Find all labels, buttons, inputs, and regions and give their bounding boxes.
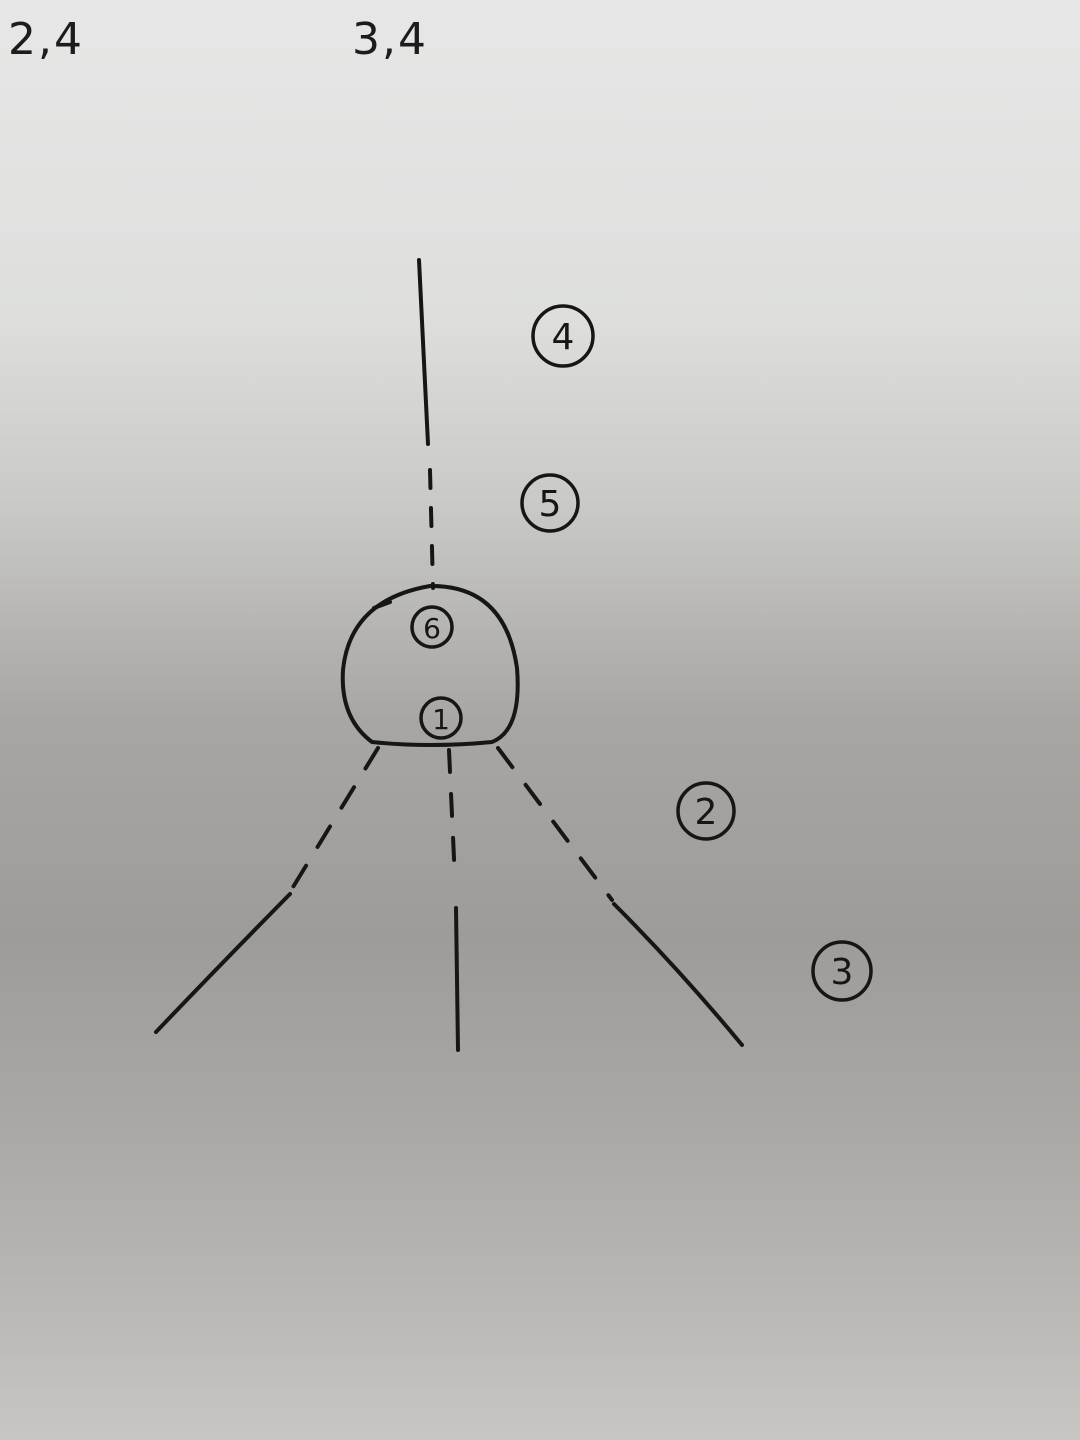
marker-5-text: 5	[539, 484, 562, 525]
left-dashed-line	[288, 746, 380, 894]
right-dashed-line	[496, 746, 614, 902]
left-solid-line	[154, 892, 292, 1034]
marker-1-text: 1	[432, 703, 450, 736]
marker-5: 5	[520, 473, 580, 533]
marker-1: 1	[419, 696, 463, 740]
middle-dashed-line	[447, 748, 457, 882]
marker-3-text: 3	[831, 952, 854, 993]
marker-3-circle	[811, 940, 873, 1002]
marker-2: 2	[676, 781, 736, 841]
marker-1-circle	[419, 696, 463, 740]
marker-4: 4	[531, 304, 595, 368]
top-solid-line	[417, 258, 430, 446]
marker-6-circle	[410, 605, 454, 649]
bulb-shape	[340, 583, 520, 747]
marker-6: 6	[410, 605, 454, 649]
marker-2-circle	[676, 781, 736, 841]
corner-label-left: 2,4	[8, 14, 84, 65]
marker-5-circle	[520, 473, 580, 533]
marker-2-text: 2	[695, 792, 718, 833]
bulb-tick	[372, 600, 392, 610]
right-solid-line	[612, 902, 744, 1047]
top-dashed-line	[428, 468, 435, 590]
middle-solid-line	[454, 906, 460, 1052]
corner-label-right: 3,4	[352, 14, 428, 65]
marker-3: 3	[811, 940, 873, 1002]
marker-6-text: 6	[423, 612, 441, 645]
marker-4-circle	[531, 304, 595, 368]
marker-4-text: 4	[552, 317, 575, 358]
